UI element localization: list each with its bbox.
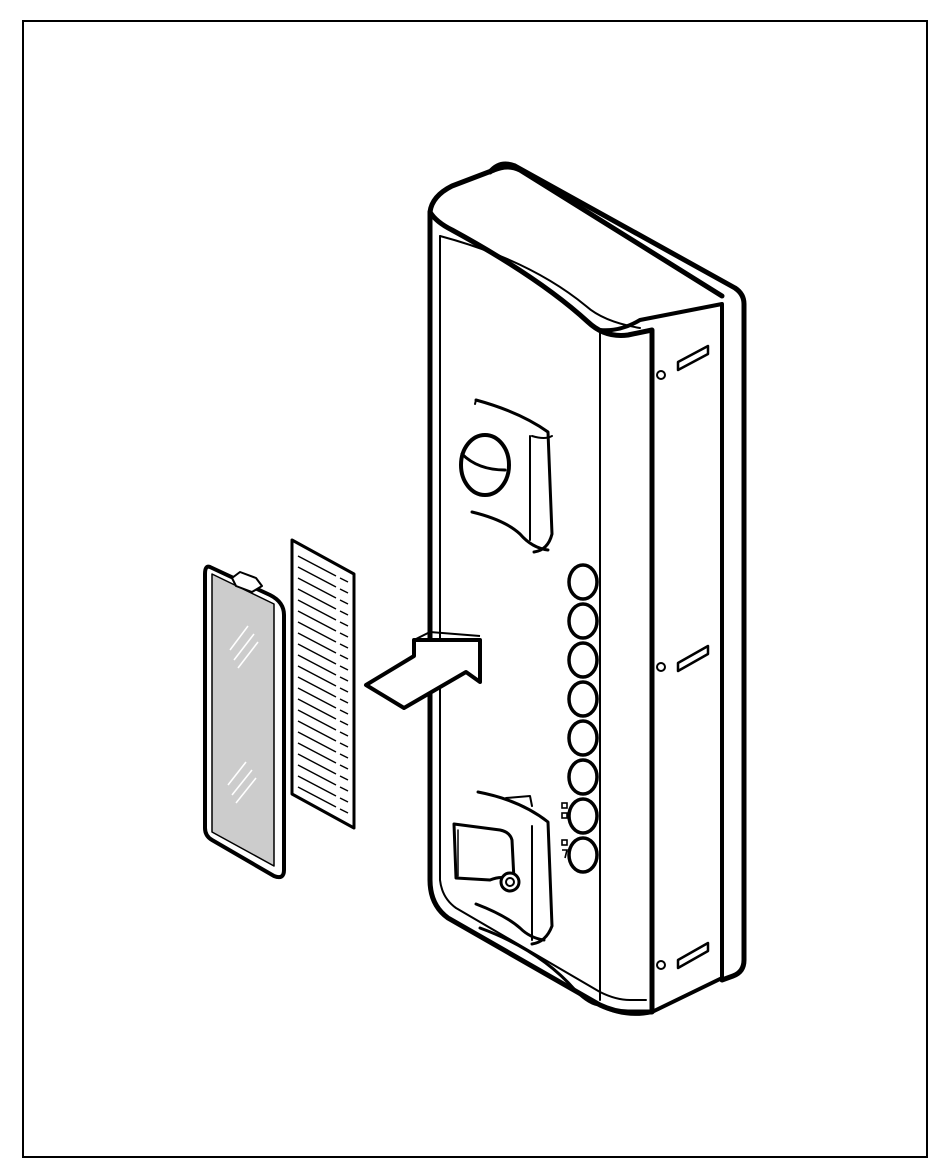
call-button (569, 643, 597, 677)
call-button (569, 682, 597, 716)
call-button (569, 838, 597, 872)
dial-knob (461, 435, 509, 495)
display-window (454, 824, 514, 880)
cover-plate (205, 567, 284, 878)
call-button (569, 721, 597, 755)
call-button (569, 799, 597, 833)
call-button (569, 604, 597, 638)
label-strip (292, 540, 354, 828)
call-button (569, 760, 597, 794)
lens (501, 873, 519, 891)
call-button (569, 565, 597, 599)
